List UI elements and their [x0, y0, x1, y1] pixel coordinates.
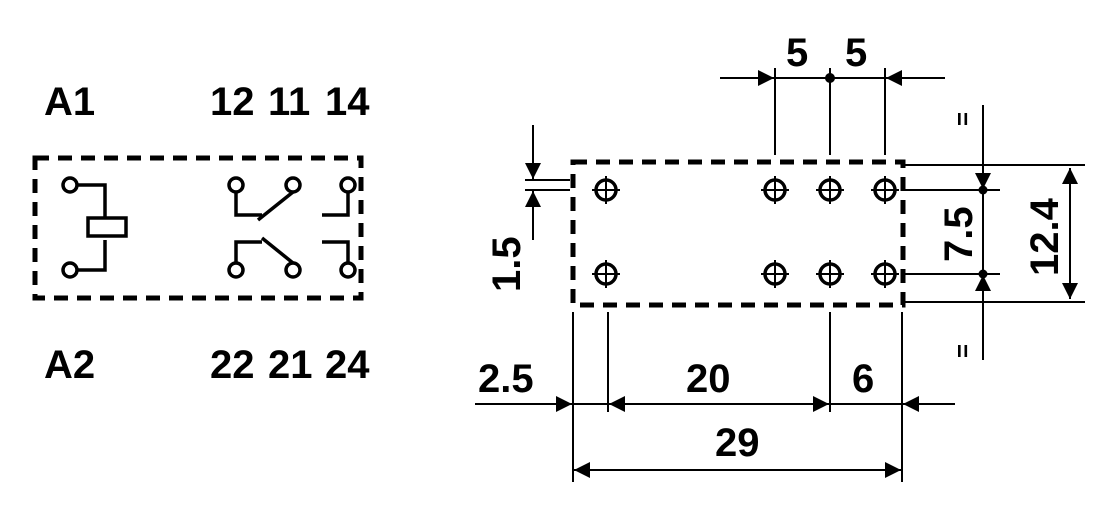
pin-hole [871, 260, 899, 288]
length-dimensions: 2.5 20 6 29 [475, 312, 955, 482]
footprint-outline [570, 159, 906, 308]
dim-label-pitch-a: 5 [786, 31, 808, 75]
pitch-dimension: 5 5 [720, 31, 945, 155]
terminal-label-a2: A2 [44, 343, 95, 387]
offset-dimension: 1.5 [485, 125, 570, 292]
dim-label-left-margin: 2.5 [478, 357, 534, 401]
pin-hole [761, 260, 789, 288]
terminal-label-14: 14 [325, 80, 370, 124]
schematic-diagram: A1 12 11 14 A2 22 21 24 [32, 80, 370, 387]
pin-hole [871, 176, 899, 204]
terminal-label-22: 22 [210, 343, 255, 387]
pin-hole [816, 176, 844, 204]
pin-hole [592, 176, 620, 204]
pin-holes [592, 176, 899, 288]
terminal-label-24: 24 [325, 343, 370, 387]
terminal-label-11: 11 [268, 80, 310, 124]
equal-mark-top: = [950, 112, 977, 126]
terminal-label-12: 12 [210, 80, 255, 124]
contact-set-2 [322, 176, 357, 279]
coil-symbol [61, 176, 128, 279]
dim-label-right-margin: 6 [852, 357, 874, 401]
schematic-outline [32, 155, 364, 301]
terminal-label-21: 21 [268, 343, 313, 387]
contact-set-1 [227, 176, 302, 279]
dim-label-row-spacing: 7.5 [937, 206, 981, 262]
pin-hole [592, 260, 620, 288]
pin-hole [816, 260, 844, 288]
height-dimensions: = = 7.5 12.4 [905, 105, 1085, 360]
dim-label-offset: 1.5 [485, 236, 529, 292]
equal-mark-bottom: = [950, 344, 977, 358]
footprint-diagram: 5 5 1.5 = = 7.5 12.4 [475, 31, 1085, 482]
dim-label-pitch-b: 5 [845, 31, 867, 75]
dim-label-coil-to-contact: 20 [686, 357, 731, 401]
terminal-label-a1: A1 [44, 80, 95, 124]
pin-hole [761, 176, 789, 204]
dim-label-body-length: 29 [715, 421, 760, 465]
dim-label-body-width: 12.4 [1023, 197, 1067, 276]
